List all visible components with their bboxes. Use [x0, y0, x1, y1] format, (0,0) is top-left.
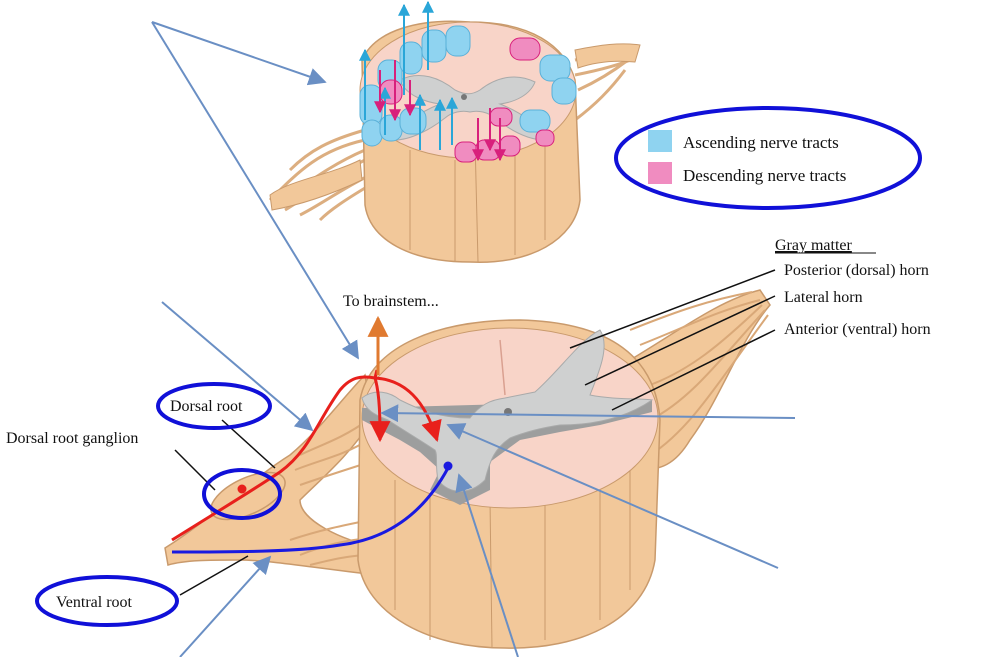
legend-swatch-descending: [648, 162, 672, 184]
ventral-root-label: Ventral root: [56, 594, 133, 611]
legend-descending-label: Descending nerve tracts: [683, 166, 846, 185]
ganglion-circle: [202, 468, 282, 520]
legend-ascending-label: Ascending nerve tracts: [683, 133, 839, 152]
bottom-cross-section: [164, 289, 771, 649]
dorsal-root-callout: Dorsal root: [156, 382, 272, 430]
pointer-arrows: [151, 21, 796, 657]
motor-pathway: [171, 467, 450, 554]
dorsal-root-ganglion-label: Dorsal root ganglion: [6, 430, 138, 447]
right-spinal-nerve: [629, 289, 771, 471]
lateral-horn-label: Lateral horn: [784, 289, 863, 306]
gray-matter-title: Gray matter: [775, 237, 853, 254]
descending-arrows: [374, 60, 506, 162]
top-left-nerve-bundle: [269, 159, 363, 211]
dorsal-root-circle: [156, 382, 272, 430]
sensory-pathway: [171, 369, 442, 542]
gray-matter-labels: Gray matter Posterior (dorsal) horn Late…: [775, 237, 931, 338]
right-rootlets: [629, 291, 769, 456]
to-brainstem-label: To brainstem...: [343, 293, 439, 310]
motor-neuron-cell-body: [443, 461, 453, 471]
top-cross-section: [268, 0, 641, 263]
anterior-horn-label: Anterior (ventral) horn: [784, 321, 931, 338]
sensory-neuron-cell-body: [237, 484, 247, 494]
legend: Ascending nerve tracts Descending nerve …: [614, 106, 922, 210]
ventral-root-callout: Ventral root: [35, 575, 179, 627]
ventral-root-circle: [35, 575, 179, 627]
legend-circle: [614, 106, 922, 210]
posterior-median-sulcus: [499, 339, 506, 396]
posterior-horn-label: Posterior (dorsal) horn: [784, 262, 929, 279]
top-right-nerve-bundle: [574, 43, 641, 69]
top-central-canal: [461, 94, 467, 100]
dorsal-root-ganglion-body: [210, 471, 286, 521]
legend-swatch-ascending: [648, 130, 672, 152]
dorsal-root-label: Dorsal root: [170, 398, 243, 415]
bottom-cord-columns: [394, 460, 631, 649]
